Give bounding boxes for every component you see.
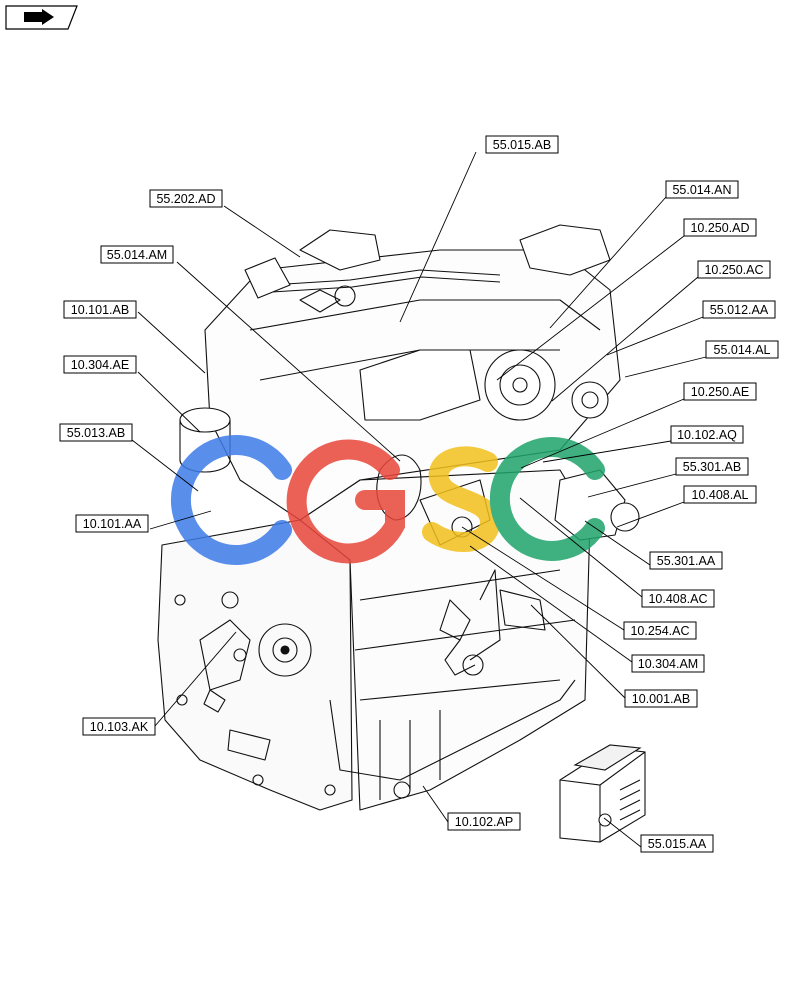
callout-text: 55.202.AD	[156, 192, 215, 206]
callout-box	[702, 300, 776, 319]
watermark-letter-s	[422, 446, 501, 553]
callout-label: 10.408.AC	[641, 589, 715, 608]
engine-illustration	[157, 224, 640, 811]
callout-box	[697, 260, 771, 279]
callout-text: 55.014.AM	[107, 248, 167, 262]
callout-text: 10.250.AD	[690, 221, 749, 235]
callout-box	[59, 423, 133, 442]
callout-box	[100, 245, 174, 264]
callout-box	[624, 689, 698, 708]
callout-box	[485, 135, 559, 154]
callout-label: 55.014.AN	[665, 180, 739, 199]
callout-label: 55.015.AA	[640, 834, 714, 853]
callout-text: 55.301.AB	[683, 460, 741, 474]
callout-text: 10.103.AK	[90, 720, 149, 734]
callout-label: 10.304.AE	[63, 355, 137, 374]
callout-label: 10.001.AB	[624, 689, 698, 708]
callout-label: 55.301.AA	[649, 551, 723, 570]
callout-label: 10.103.AK	[82, 717, 156, 736]
callout-label: 10.250.AE	[683, 382, 757, 401]
leader-lines	[131, 151, 707, 848]
callout-label: 10.101.AA	[75, 514, 149, 533]
callout-text: 10.101.AB	[71, 303, 129, 317]
callout-text: 55.015.AB	[493, 138, 551, 152]
callout-label: 10.102.AQ	[670, 425, 744, 444]
callout-label: 10.254.AC	[623, 621, 697, 640]
callout-label: 55.202.AD	[149, 189, 223, 208]
callout-box	[623, 621, 697, 640]
watermark	[170, 435, 605, 565]
callout-label: 10.250.AC	[697, 260, 771, 279]
callout-text: 55.014.AL	[714, 343, 771, 357]
callout-box	[683, 218, 757, 237]
callout-label: 10.102.AP	[447, 812, 521, 831]
callout-box	[641, 589, 715, 608]
callout-text: 10.102.AQ	[677, 428, 737, 442]
callout-box	[63, 355, 137, 374]
callout-text: 10.001.AB	[632, 692, 690, 706]
callout-text: 55.015.AA	[648, 837, 707, 851]
callout-text: 10.408.AC	[648, 592, 707, 606]
callout-label: 55.012.AA	[702, 300, 776, 319]
watermark-letter-c1	[170, 435, 292, 565]
navigation-icon[interactable]	[5, 5, 78, 30]
callout-labels: 55.015.AB 55.014.AN 55.202.AD 10.250.AD 55.0…	[59, 135, 779, 853]
callout-label: 55.013.AB	[59, 423, 133, 442]
callout-box	[640, 834, 714, 853]
callout-box	[670, 425, 744, 444]
callout-label: 10.250.AD	[683, 218, 757, 237]
ecu-module-illustration	[559, 744, 646, 843]
watermark-letter-c2	[489, 437, 605, 561]
callout-text: 10.250.AC	[704, 263, 763, 277]
callout-text: 55.013.AB	[67, 426, 125, 440]
callout-box	[705, 340, 779, 359]
callout-text: 10.304.AM	[638, 657, 698, 671]
callout-label: 10.101.AB	[63, 300, 137, 319]
callout-label: 10.304.AM	[631, 654, 705, 673]
callout-text: 55.012.AA	[710, 303, 769, 317]
callout-label: 55.015.AB	[485, 135, 559, 154]
callout-text: 10.254.AC	[630, 624, 689, 638]
callout-text: 55.301.AA	[657, 554, 716, 568]
watermark-letter-g	[286, 439, 405, 564]
callout-label: 55.014.AM	[100, 245, 174, 264]
callout-box	[447, 812, 521, 831]
callout-text: 10.102.AP	[455, 815, 513, 829]
callout-label: 55.301.AB	[675, 457, 749, 476]
callout-box	[631, 654, 705, 673]
callout-label: 10.408.AL	[683, 485, 757, 504]
callout-box	[665, 180, 739, 199]
callout-text: 10.250.AE	[691, 385, 749, 399]
callout-box	[82, 717, 156, 736]
callout-box	[675, 457, 749, 476]
callout-box	[75, 514, 149, 533]
callout-text: 10.304.AE	[71, 358, 129, 372]
callout-box	[683, 382, 757, 401]
callout-text: 10.408.AL	[692, 488, 749, 502]
callout-box	[649, 551, 723, 570]
callout-text: 10.101.AA	[83, 517, 142, 531]
callout-text: 55.014.AN	[672, 183, 731, 197]
callout-box	[63, 300, 137, 319]
callout-box	[149, 189, 223, 208]
callout-box	[683, 485, 757, 504]
callout-label: 55.014.AL	[705, 340, 779, 359]
